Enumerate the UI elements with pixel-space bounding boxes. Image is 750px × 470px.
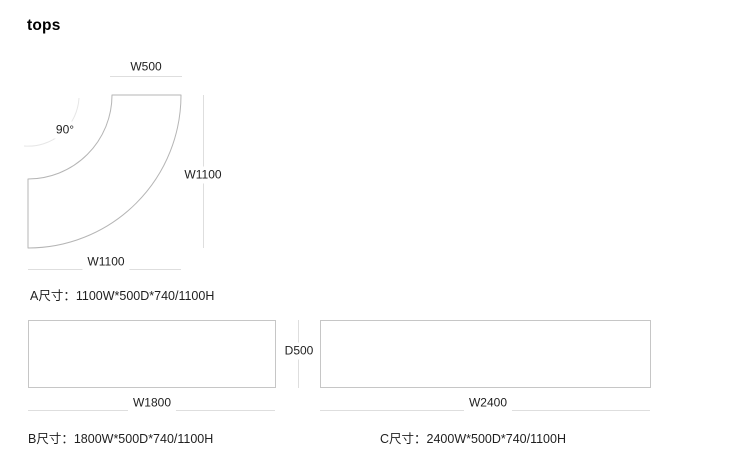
w1100-right-dim-label: W1100 [179, 166, 227, 184]
size-c-caption: C尺寸：2400W*500D*740/1100H [380, 432, 566, 446]
w1100-bottom-dim-label: W1100 [82, 253, 130, 271]
size-a-caption: A尺寸：1100W*500D*740/1100H [30, 289, 215, 303]
d500-dim-label: D500 [279, 342, 319, 360]
rect-top-c-outline [320, 320, 651, 388]
curved-top-outline [27, 94, 182, 249]
size-b-caption: B尺寸：1800W*500D*740/1100H [28, 432, 214, 446]
rect-top-b-outline [28, 320, 276, 388]
w500-dim-label: W500 [125, 58, 167, 76]
angle-90-label: 90° [50, 121, 80, 139]
w1800-dim-label: W1800 [127, 394, 177, 412]
page-title: tops [27, 17, 61, 34]
w2400-dim-label: W2400 [463, 394, 513, 412]
